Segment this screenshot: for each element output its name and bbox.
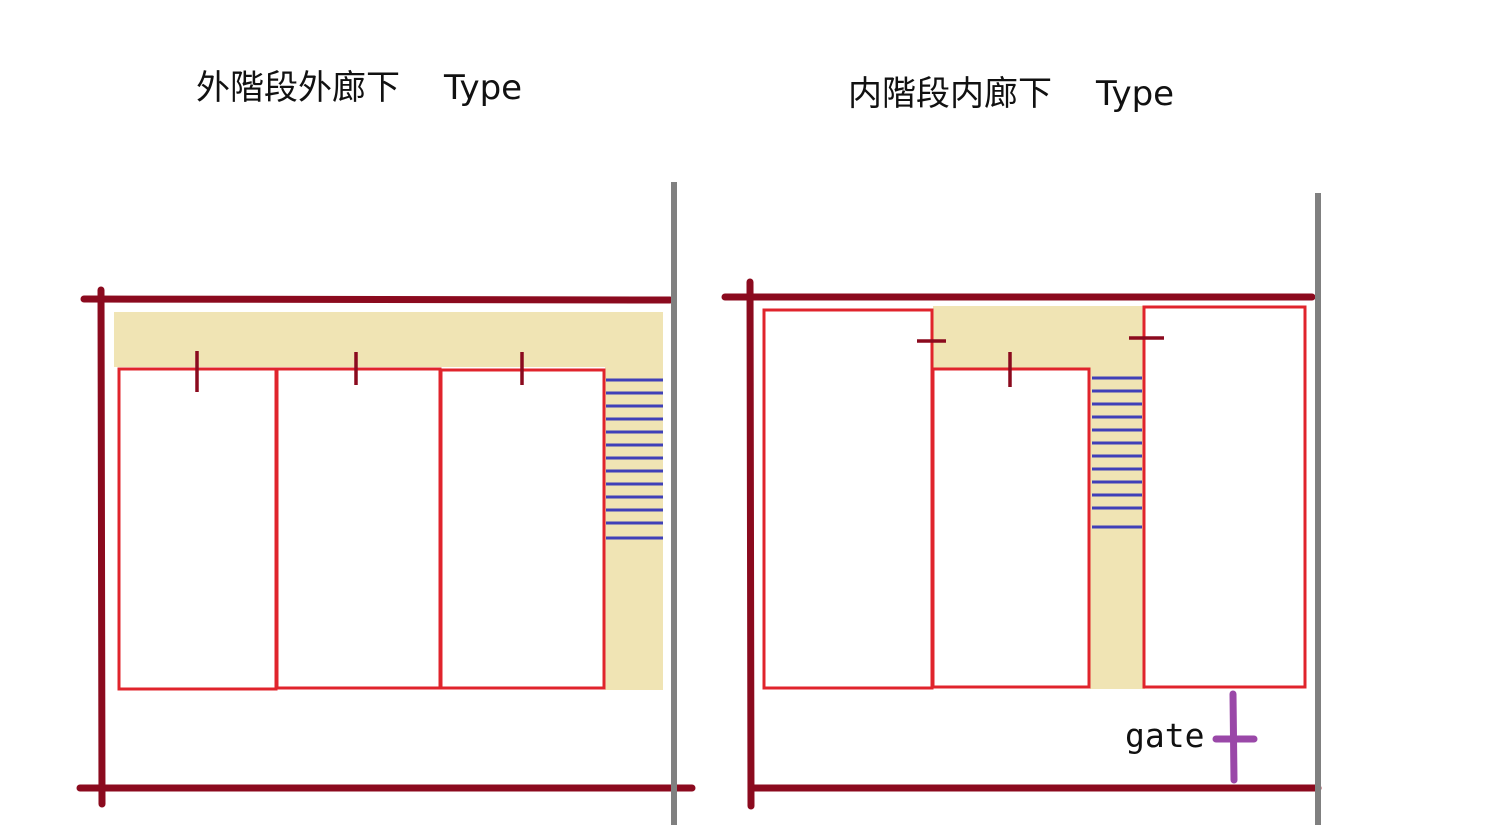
diagram-title-indoor-type: 内階段内廊下 Type: [848, 66, 1174, 115]
unit-room: [1142, 305, 1307, 689]
staircase: [1092, 376, 1142, 529]
title-type: Type: [1096, 74, 1175, 114]
unit-room: [931, 367, 1091, 689]
corridor-area: [605, 367, 663, 690]
door-marks: [195, 351, 524, 392]
staircase: [606, 378, 663, 540]
title-japanese: 内階段内廊下: [848, 74, 1052, 114]
unit-room: [762, 308, 934, 690]
unit-room: [439, 368, 606, 690]
door-marks: [917, 336, 1164, 387]
corridor-area: [933, 306, 1145, 368]
plan-indoor-corridor: [721, 193, 1322, 825]
site-boundary: [721, 278, 1322, 810]
site-boundary: [76, 286, 696, 808]
plan-outdoor-corridor: [76, 182, 696, 825]
gate-label: gate: [1125, 716, 1205, 755]
corridor-area: [114, 312, 663, 367]
title-type: Type: [444, 68, 523, 108]
unit-room: [275, 367, 442, 690]
diagram-title-outdoor-type: 外階段外廊下 Type: [196, 60, 522, 109]
gate-mark: [1212, 690, 1258, 784]
title-japanese: 外階段外廊下: [196, 68, 400, 108]
unit-room: [117, 367, 278, 691]
